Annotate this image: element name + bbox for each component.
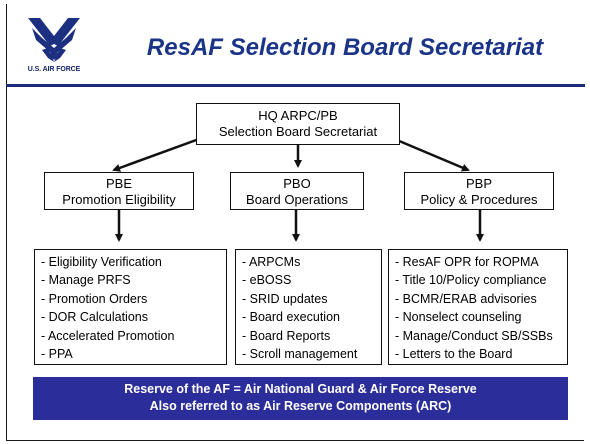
function-item: - Nonselect counseling [395,310,522,325]
function-item: - ResAF OPR for ROPMA [395,255,539,269]
division-box-pbo: PBO Board Operations [230,172,364,210]
root-line1: HQ ARPC/PB [258,108,338,123]
slide-frame [6,4,584,441]
division-box-pbe: PBE Promotion Eligibility [44,172,194,210]
functions-box-pbp: - ResAF OPR for ROPMA - Title 10/Policy … [388,249,568,365]
function-item: - Scroll management [242,347,358,362]
function-item: - BCMR/ERAB advisories [395,291,537,306]
function-item: - DOR Calculations [41,310,148,325]
division-code: PBO [283,176,311,191]
header-divider [6,84,585,87]
banner-line2: Also referred to as Air Reserve Componen… [149,399,452,413]
reserve-banner: Reserve of the AF = Air National Guard &… [33,377,568,420]
function-item: - eBOSS [242,273,292,288]
function-item: - Board execution [242,310,340,325]
root-box: HQ ARPC/PB Selection Board Secretariat [196,103,400,145]
function-item: - Manage/Conduct SB/SSBs [395,328,553,343]
banner-line1: Reserve of the AF = Air National Guard &… [124,382,477,396]
division-name: Board Operations [246,192,348,207]
air-force-logo-icon [28,18,80,62]
functions-box-pbe: - Eligibility Verification - Manage PRFS… [34,249,227,365]
function-item: - Manage PRFS [41,273,131,288]
division-code: PBP [465,176,492,191]
function-item: - Eligibility Verification [41,255,162,269]
function-item: - SRID updates [242,291,328,306]
division-name: Policy & Procedures [420,192,538,207]
air-force-logo: U.S. AIR FORCE [18,14,90,78]
division-box-pbp: PBP Policy & Procedures [404,172,554,210]
function-item: - PPA [41,347,73,362]
division-code: PBE [105,176,132,191]
function-item: - Promotion Orders [41,291,148,306]
function-item: - Title 10/Policy compliance [395,273,547,288]
function-item: - Accelerated Promotion [41,328,175,343]
function-item: - ARPCMs [242,255,301,269]
functions-box-pbo: - ARPCMs - eBOSS - SRID updates - Board … [235,249,382,365]
slide-title: ResAF Selection Board Secretariat [146,34,544,61]
function-item: - Board Reports [242,328,331,343]
division-name: Promotion Eligibility [62,192,176,207]
root-line2: Selection Board Secretariat [218,124,378,139]
function-item: - Letters to the Board [395,347,513,362]
logo-caption: U.S. AIR FORCE [27,66,81,73]
